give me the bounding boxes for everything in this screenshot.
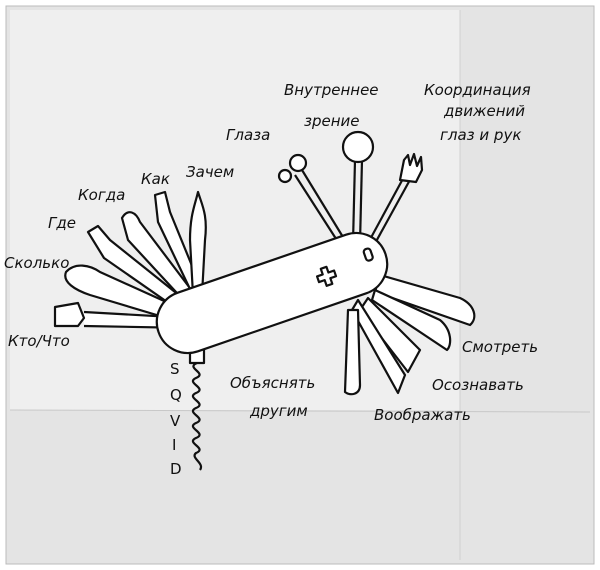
label-look: Смотреть bbox=[462, 338, 538, 356]
label-show-2: другим bbox=[249, 402, 308, 420]
fork-icon bbox=[398, 152, 424, 184]
magnifier-icon bbox=[341, 130, 375, 164]
label-inner-vision-2: зрение bbox=[304, 112, 360, 130]
top-tools bbox=[277, 130, 424, 248]
sqvid-q: Q bbox=[170, 386, 182, 404]
blade-look-2 bbox=[370, 288, 452, 352]
label-coordination-1: Координация bbox=[424, 81, 531, 99]
label-how-much: Сколько bbox=[4, 254, 69, 272]
label-eyes: Глаза bbox=[226, 126, 270, 144]
sqvid-v: V bbox=[170, 412, 181, 430]
blade-look-1 bbox=[373, 273, 476, 327]
sqvid-s: S bbox=[170, 360, 180, 378]
blade-show bbox=[343, 308, 362, 396]
label-how: Как bbox=[141, 170, 170, 188]
label-imagine: Воображать bbox=[374, 406, 471, 424]
sqvid-i: I bbox=[172, 436, 176, 454]
label-coordination-2: движений bbox=[443, 102, 525, 120]
label-show-1: Объяснять bbox=[230, 374, 315, 392]
label-inner-vision-1: Внутреннее bbox=[284, 81, 379, 99]
scissors-loop-icon bbox=[277, 168, 293, 184]
label-where: Где bbox=[48, 214, 76, 232]
label-see: Осознавать bbox=[432, 376, 524, 394]
knife-body bbox=[155, 231, 389, 355]
blade-imagine bbox=[350, 298, 407, 395]
right-blades bbox=[343, 273, 476, 396]
label-when: Когда bbox=[78, 186, 125, 204]
swiss-cross-icon bbox=[315, 265, 338, 287]
sqvid-d: D bbox=[170, 460, 182, 478]
label-why: Зачем bbox=[186, 163, 234, 181]
label-who-what: Кто/Что bbox=[8, 332, 70, 350]
label-coordination-3: глаз и рук bbox=[440, 126, 521, 144]
